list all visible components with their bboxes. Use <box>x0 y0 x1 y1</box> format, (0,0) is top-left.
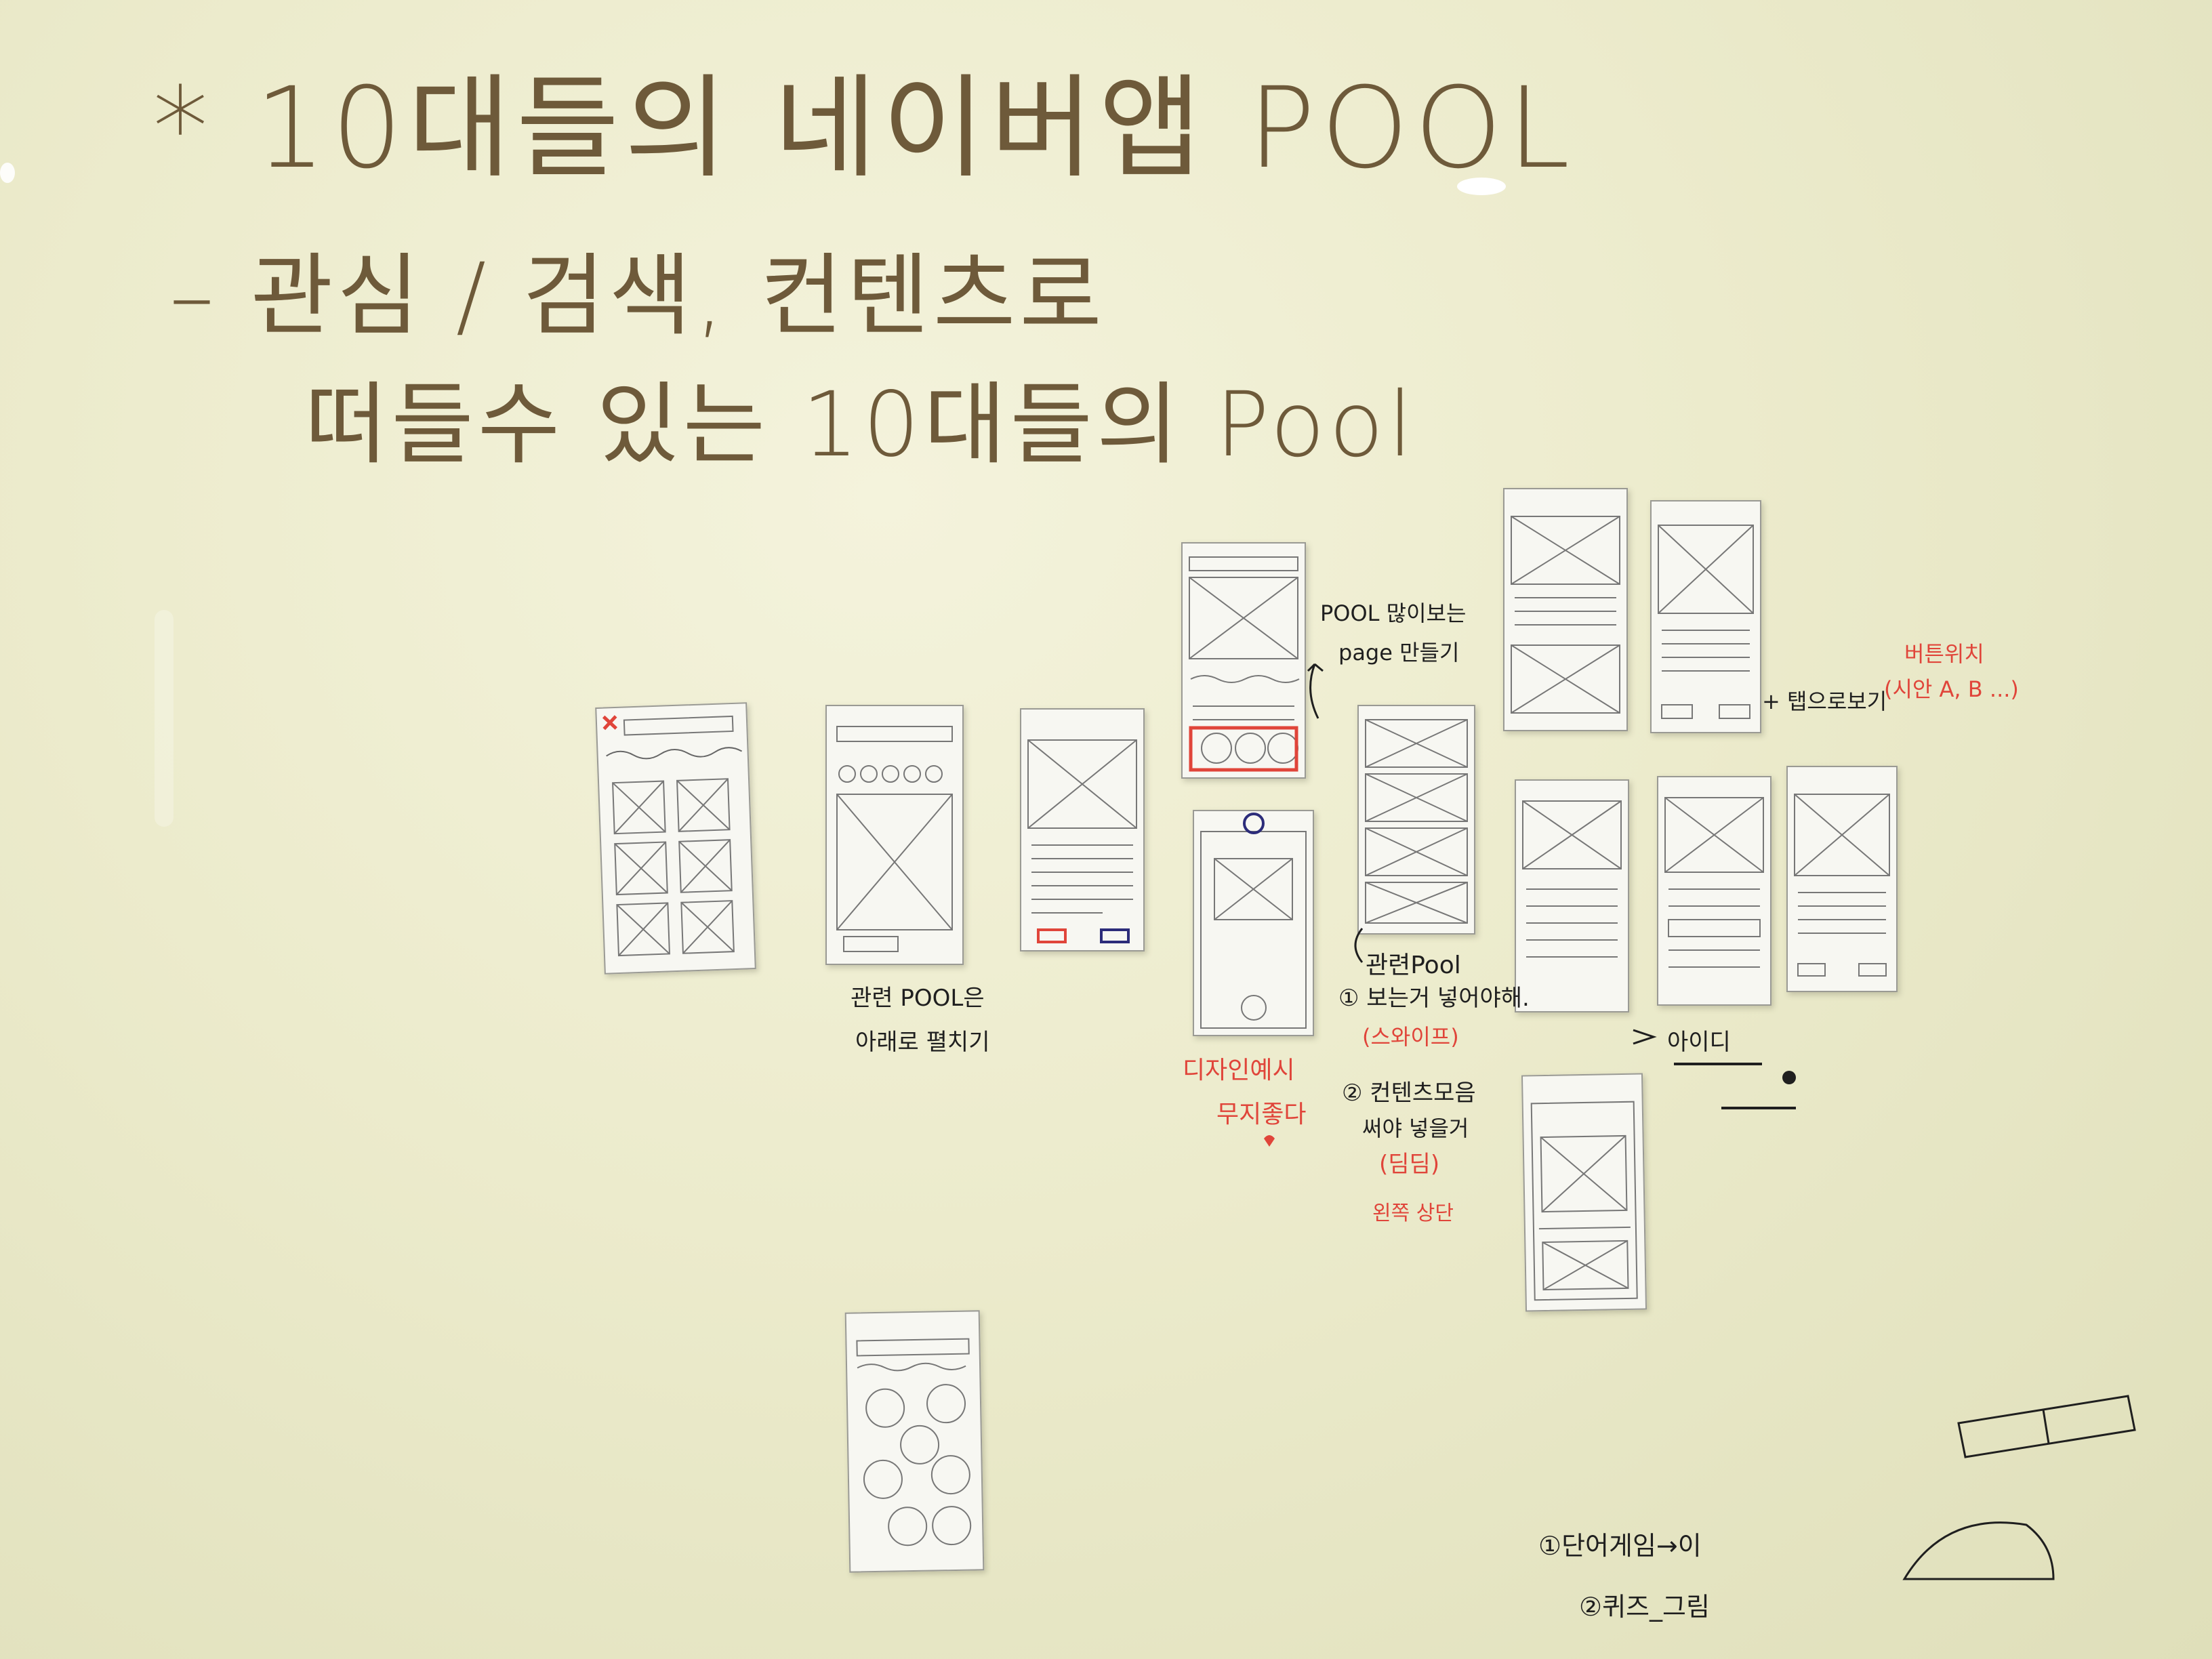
wireframe-sketch-popup <box>1193 810 1314 1036</box>
sketch-drawing <box>1522 800 1622 958</box>
note-arrange-below: 아래로 펼치기 <box>855 1029 990 1056</box>
sketch-drawing <box>1365 719 1468 924</box>
note-tab: + 탭으로보기 <box>1762 689 1887 714</box>
sketch-drawing <box>1189 556 1300 772</box>
note-bottom-1: ①단어게임→이 <box>1538 1531 1702 1561</box>
sketch-drawing <box>602 715 743 957</box>
sketch-drawing <box>1511 516 1620 714</box>
note-item-1: ① 보는거 넣어야해. <box>1338 985 1530 1012</box>
note-design-1: 디자인예시 <box>1183 1057 1295 1084</box>
note-item-2-2: 써야 넣을거 <box>1362 1115 1469 1141</box>
sketch-drawing <box>1530 1101 1638 1301</box>
wireframe-sketch-pool-view <box>1181 542 1306 779</box>
wireframe-sketch-mid-2 <box>1657 776 1771 1006</box>
light-reflection <box>155 610 173 827</box>
wireframe-sketch-lower <box>1521 1073 1647 1312</box>
sketch-drawing <box>1027 739 1137 943</box>
wireframe-sketch-grid <box>595 702 756 975</box>
note-item-2-red: (딤딤) <box>1379 1151 1440 1178</box>
note-item-1-red: (스와이프) <box>1362 1024 1459 1050</box>
note-design-2: 무지좋다 <box>1216 1101 1307 1128</box>
sketch-drawing <box>1664 797 1764 968</box>
wireframe-sketch-article <box>1020 708 1145 951</box>
sketch-drawing <box>1794 794 1890 977</box>
sketch-drawing <box>836 726 953 952</box>
note-ab: (시안 A, B ...) <box>1884 676 2019 702</box>
wireframe-sketch-stack <box>1357 705 1475 935</box>
light-reflection <box>0 163 15 183</box>
note-related-pool-2: 관련Pool <box>1366 951 1461 979</box>
note-bottom-2: ②퀴즈_그림 <box>1579 1592 1710 1622</box>
board-subtitle-1: – 관심 / 검색, 컨텐츠로 <box>169 244 1106 348</box>
note-related-pool: 관련 POOL은 <box>851 985 985 1012</box>
note-switch: 버튼위치 <box>1904 641 1984 667</box>
wireframe-sketch-mid-3 <box>1786 766 1898 992</box>
note-pool-page-2: page 만들기 <box>1338 640 1460 665</box>
note-item-2-red-2: 왼쪽 상단 <box>1372 1202 1454 1225</box>
wireframe-sketch-pool-list <box>825 705 964 965</box>
wireframe-sketch-top-2 <box>1650 500 1761 733</box>
sketch-drawing <box>1200 813 1307 1029</box>
wireframe-sketch-mid-1 <box>1515 779 1629 1012</box>
wireframe-sketch-top-1 <box>1503 488 1628 731</box>
light-reflection <box>1457 178 1506 195</box>
wireframe-sketch-circles <box>844 1310 985 1573</box>
sketch-drawing <box>1658 525 1754 719</box>
sketch-drawing <box>856 1338 972 1547</box>
board-title: * 10대들의 네이버앱 POOL <box>152 63 1576 193</box>
board-subtitle-2: 떠들수 있는 10대들의 Pool <box>305 373 1417 477</box>
note-idea: 아이디 <box>1667 1029 1731 1056</box>
note-pool-page-1: POOL 많이보는 <box>1320 600 1467 626</box>
note-item-2-1: ② 컨텐츠모음 <box>1342 1080 1476 1107</box>
